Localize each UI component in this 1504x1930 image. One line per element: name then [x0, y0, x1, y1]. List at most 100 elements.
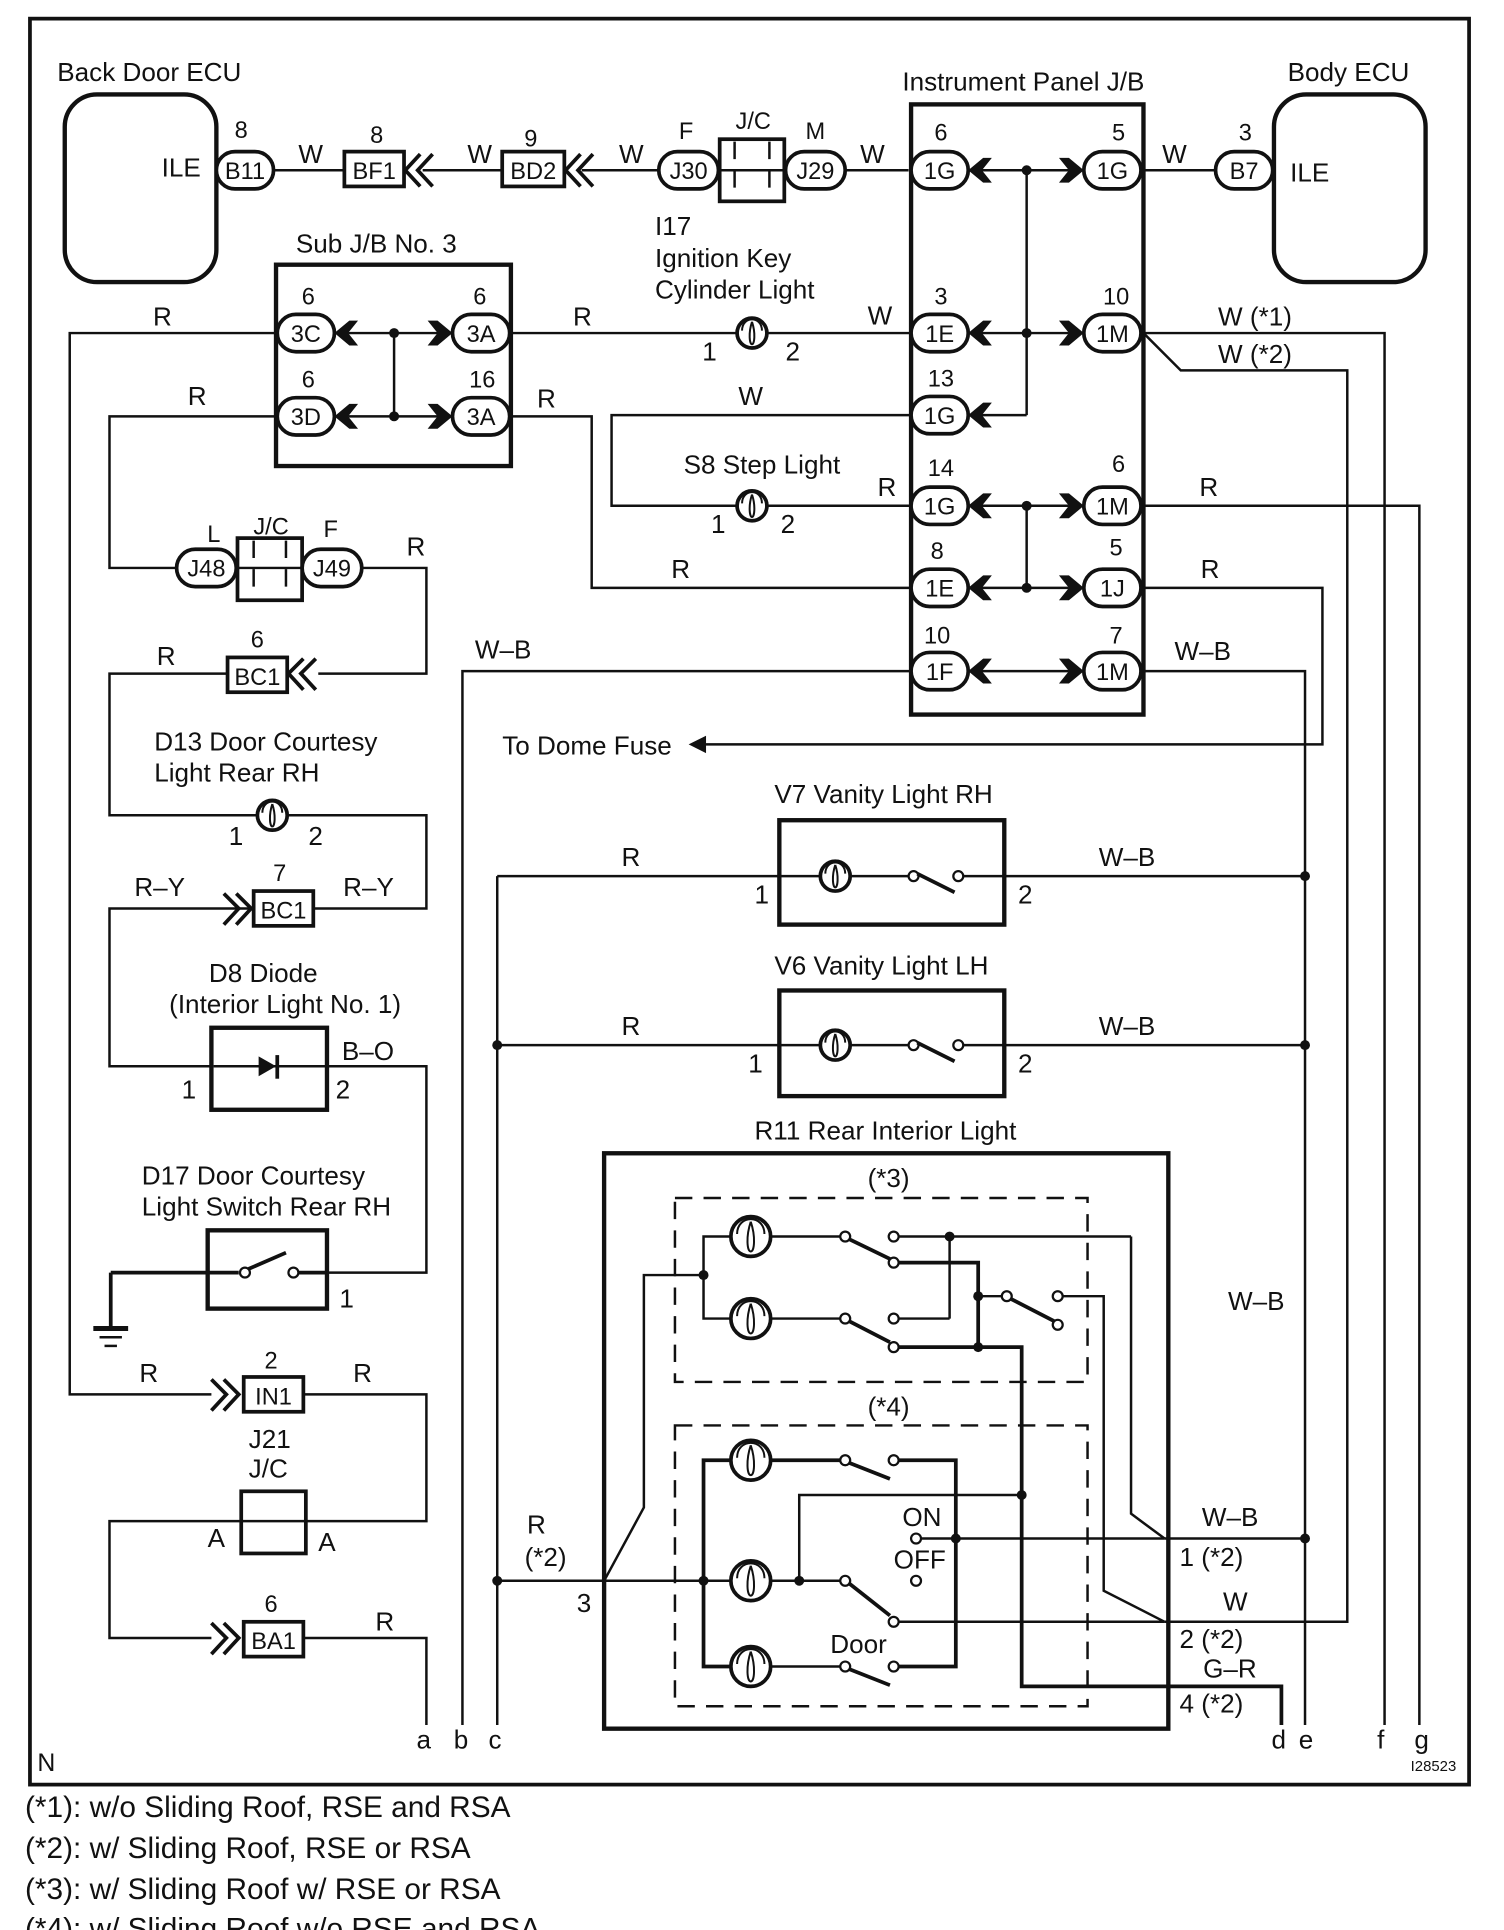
- footnote: (*2): w/ Sliding Roof, RSE or RSA: [25, 1832, 471, 1865]
- svg-text:J48: J48: [187, 557, 225, 583]
- bulb-icon: [735, 489, 769, 523]
- connector-bd2: 9 BD2: [500, 127, 595, 189]
- d8-diode: D8 Diode (Interior Light No. 1) 1 2: [169, 958, 401, 1112]
- connector-bc1-6: 6 BC1: [225, 627, 318, 695]
- svg-text:ON: ON: [902, 1502, 941, 1532]
- v6-vanity-light-lh: V6 Vanity Light LH 1 2: [748, 950, 1033, 1099]
- switch-icon: [916, 871, 956, 894]
- wire-color: R: [139, 1358, 158, 1388]
- wire-color: W: [298, 139, 323, 169]
- terminal-d: d: [1271, 1725, 1286, 1755]
- wire-color: R: [407, 532, 426, 562]
- svg-text:BC1: BC1: [234, 665, 280, 691]
- wire-color: R: [622, 842, 641, 872]
- wire-color: W–B: [1099, 842, 1156, 872]
- svg-text:3: 3: [577, 1588, 592, 1618]
- svg-text:8: 8: [931, 539, 944, 565]
- connector-j49: F J49: [300, 517, 364, 589]
- svg-text:16: 16: [469, 368, 495, 394]
- svg-text:1F: 1F: [926, 660, 954, 686]
- svg-text:J29: J29: [796, 159, 834, 185]
- svg-text:J49: J49: [313, 557, 351, 583]
- wire-color: R: [188, 381, 207, 411]
- svg-text:1: 1: [182, 1075, 197, 1105]
- svg-text:13: 13: [928, 366, 954, 392]
- connector-bf1: 8 BF1: [342, 123, 434, 189]
- svg-text:8: 8: [235, 118, 248, 144]
- svg-text:14: 14: [928, 456, 954, 482]
- svg-text:1G: 1G: [924, 495, 956, 521]
- connector-j30: F J30: [656, 119, 721, 191]
- svg-text:10: 10: [1103, 284, 1129, 310]
- svg-text:Instrument Panel J/B: Instrument Panel J/B: [902, 67, 1144, 97]
- svg-text:3A: 3A: [467, 405, 496, 431]
- svg-text:A: A: [318, 1527, 336, 1557]
- terminal-g: g: [1414, 1725, 1429, 1755]
- j21-junction-connector: J21 J/C A A: [208, 1424, 337, 1557]
- svg-text:V7 Vanity Light RH: V7 Vanity Light RH: [774, 779, 992, 809]
- svg-text:1E: 1E: [925, 577, 954, 603]
- svg-text:D17 Door Courtesy: D17 Door Courtesy: [142, 1160, 365, 1190]
- svg-text:6: 6: [473, 284, 486, 310]
- svg-text:F: F: [323, 517, 337, 543]
- wire-color: R: [527, 1510, 546, 1540]
- svg-text:3A: 3A: [467, 322, 496, 348]
- wire-color: W: [619, 139, 644, 169]
- wire-color: B–O: [342, 1036, 394, 1066]
- wire-color: W: [868, 300, 893, 330]
- svg-text:6: 6: [264, 1592, 277, 1618]
- connector-b7: 3 B7: [1213, 120, 1275, 191]
- svg-text:BF1: BF1: [353, 159, 396, 185]
- svg-text:3: 3: [1239, 120, 1252, 146]
- svg-text:9: 9: [524, 127, 537, 153]
- svg-text:2: 2: [1018, 1048, 1033, 1078]
- svg-text:3D: 3D: [291, 405, 321, 431]
- svg-text:2: 2: [1018, 879, 1033, 909]
- svg-text:1G: 1G: [924, 159, 956, 185]
- svg-text:J/C: J/C: [253, 514, 288, 540]
- wire-color: W: [860, 139, 885, 169]
- wire-color: R: [1199, 472, 1218, 502]
- svg-text:I17: I17: [655, 211, 691, 241]
- diagram-frame: [28, 16, 1471, 1787]
- junction-connector-top: J/C: [717, 109, 787, 204]
- svg-text:1M: 1M: [1096, 322, 1129, 348]
- terminal-labels: a b c d e f g: [416, 1725, 1428, 1755]
- wire-color: W–B: [1228, 1286, 1285, 1316]
- svg-text:1J: 1J: [1100, 577, 1125, 603]
- switch-icon: [916, 1041, 956, 1063]
- wire-color: W–B: [475, 635, 532, 665]
- svg-text:1G: 1G: [924, 404, 956, 430]
- bulb-icon: [818, 859, 853, 893]
- connector-ba1: 6 BA1: [210, 1592, 306, 1659]
- svg-text:1M: 1M: [1096, 660, 1129, 686]
- switch-icon: [247, 1250, 287, 1271]
- wire-color: W–B: [1099, 1011, 1156, 1041]
- wire-color: W: [738, 381, 763, 411]
- svg-text:6: 6: [302, 368, 315, 394]
- svg-text:S8 Step Light: S8 Step Light: [684, 449, 841, 479]
- svg-text:Door: Door: [830, 1629, 887, 1659]
- svg-text:R11 Rear Interior Light: R11 Rear Interior Light: [754, 1116, 1017, 1146]
- svg-text:J/C: J/C: [736, 109, 771, 135]
- wire-color: W–B: [1175, 636, 1232, 666]
- wire-color: R: [573, 302, 592, 332]
- junction-connector-mid: J/C: [235, 514, 304, 603]
- svg-text:BA1: BA1: [251, 1629, 296, 1655]
- svg-text:F: F: [679, 119, 693, 145]
- svg-text:B11: B11: [225, 159, 265, 185]
- svg-text:BC1: BC1: [261, 898, 307, 924]
- svg-text:1: 1: [339, 1283, 354, 1313]
- svg-text:6: 6: [934, 120, 947, 146]
- terminal-e: e: [1299, 1725, 1314, 1755]
- d13-door-courtesy-light-rear-rh: D13 Door Courtesy Light Rear RH 1 2: [154, 727, 377, 851]
- i17-ignition-key-cylinder-light: I17 Ignition Key Cylinder Light 1 2: [655, 211, 815, 367]
- connector-j48: L J48: [174, 522, 239, 589]
- connector-b11: 8 B11: [214, 118, 276, 191]
- svg-text:10: 10: [924, 624, 950, 650]
- wire-color: (*2): [525, 1542, 567, 1572]
- svg-text:V6 Vanity Light LH: V6 Vanity Light LH: [774, 950, 988, 980]
- svg-text:1E: 1E: [925, 322, 954, 348]
- sub-jb-no3: Sub J/B No. 3 6 3C 6 3A 6 3D 16 3A: [273, 228, 514, 469]
